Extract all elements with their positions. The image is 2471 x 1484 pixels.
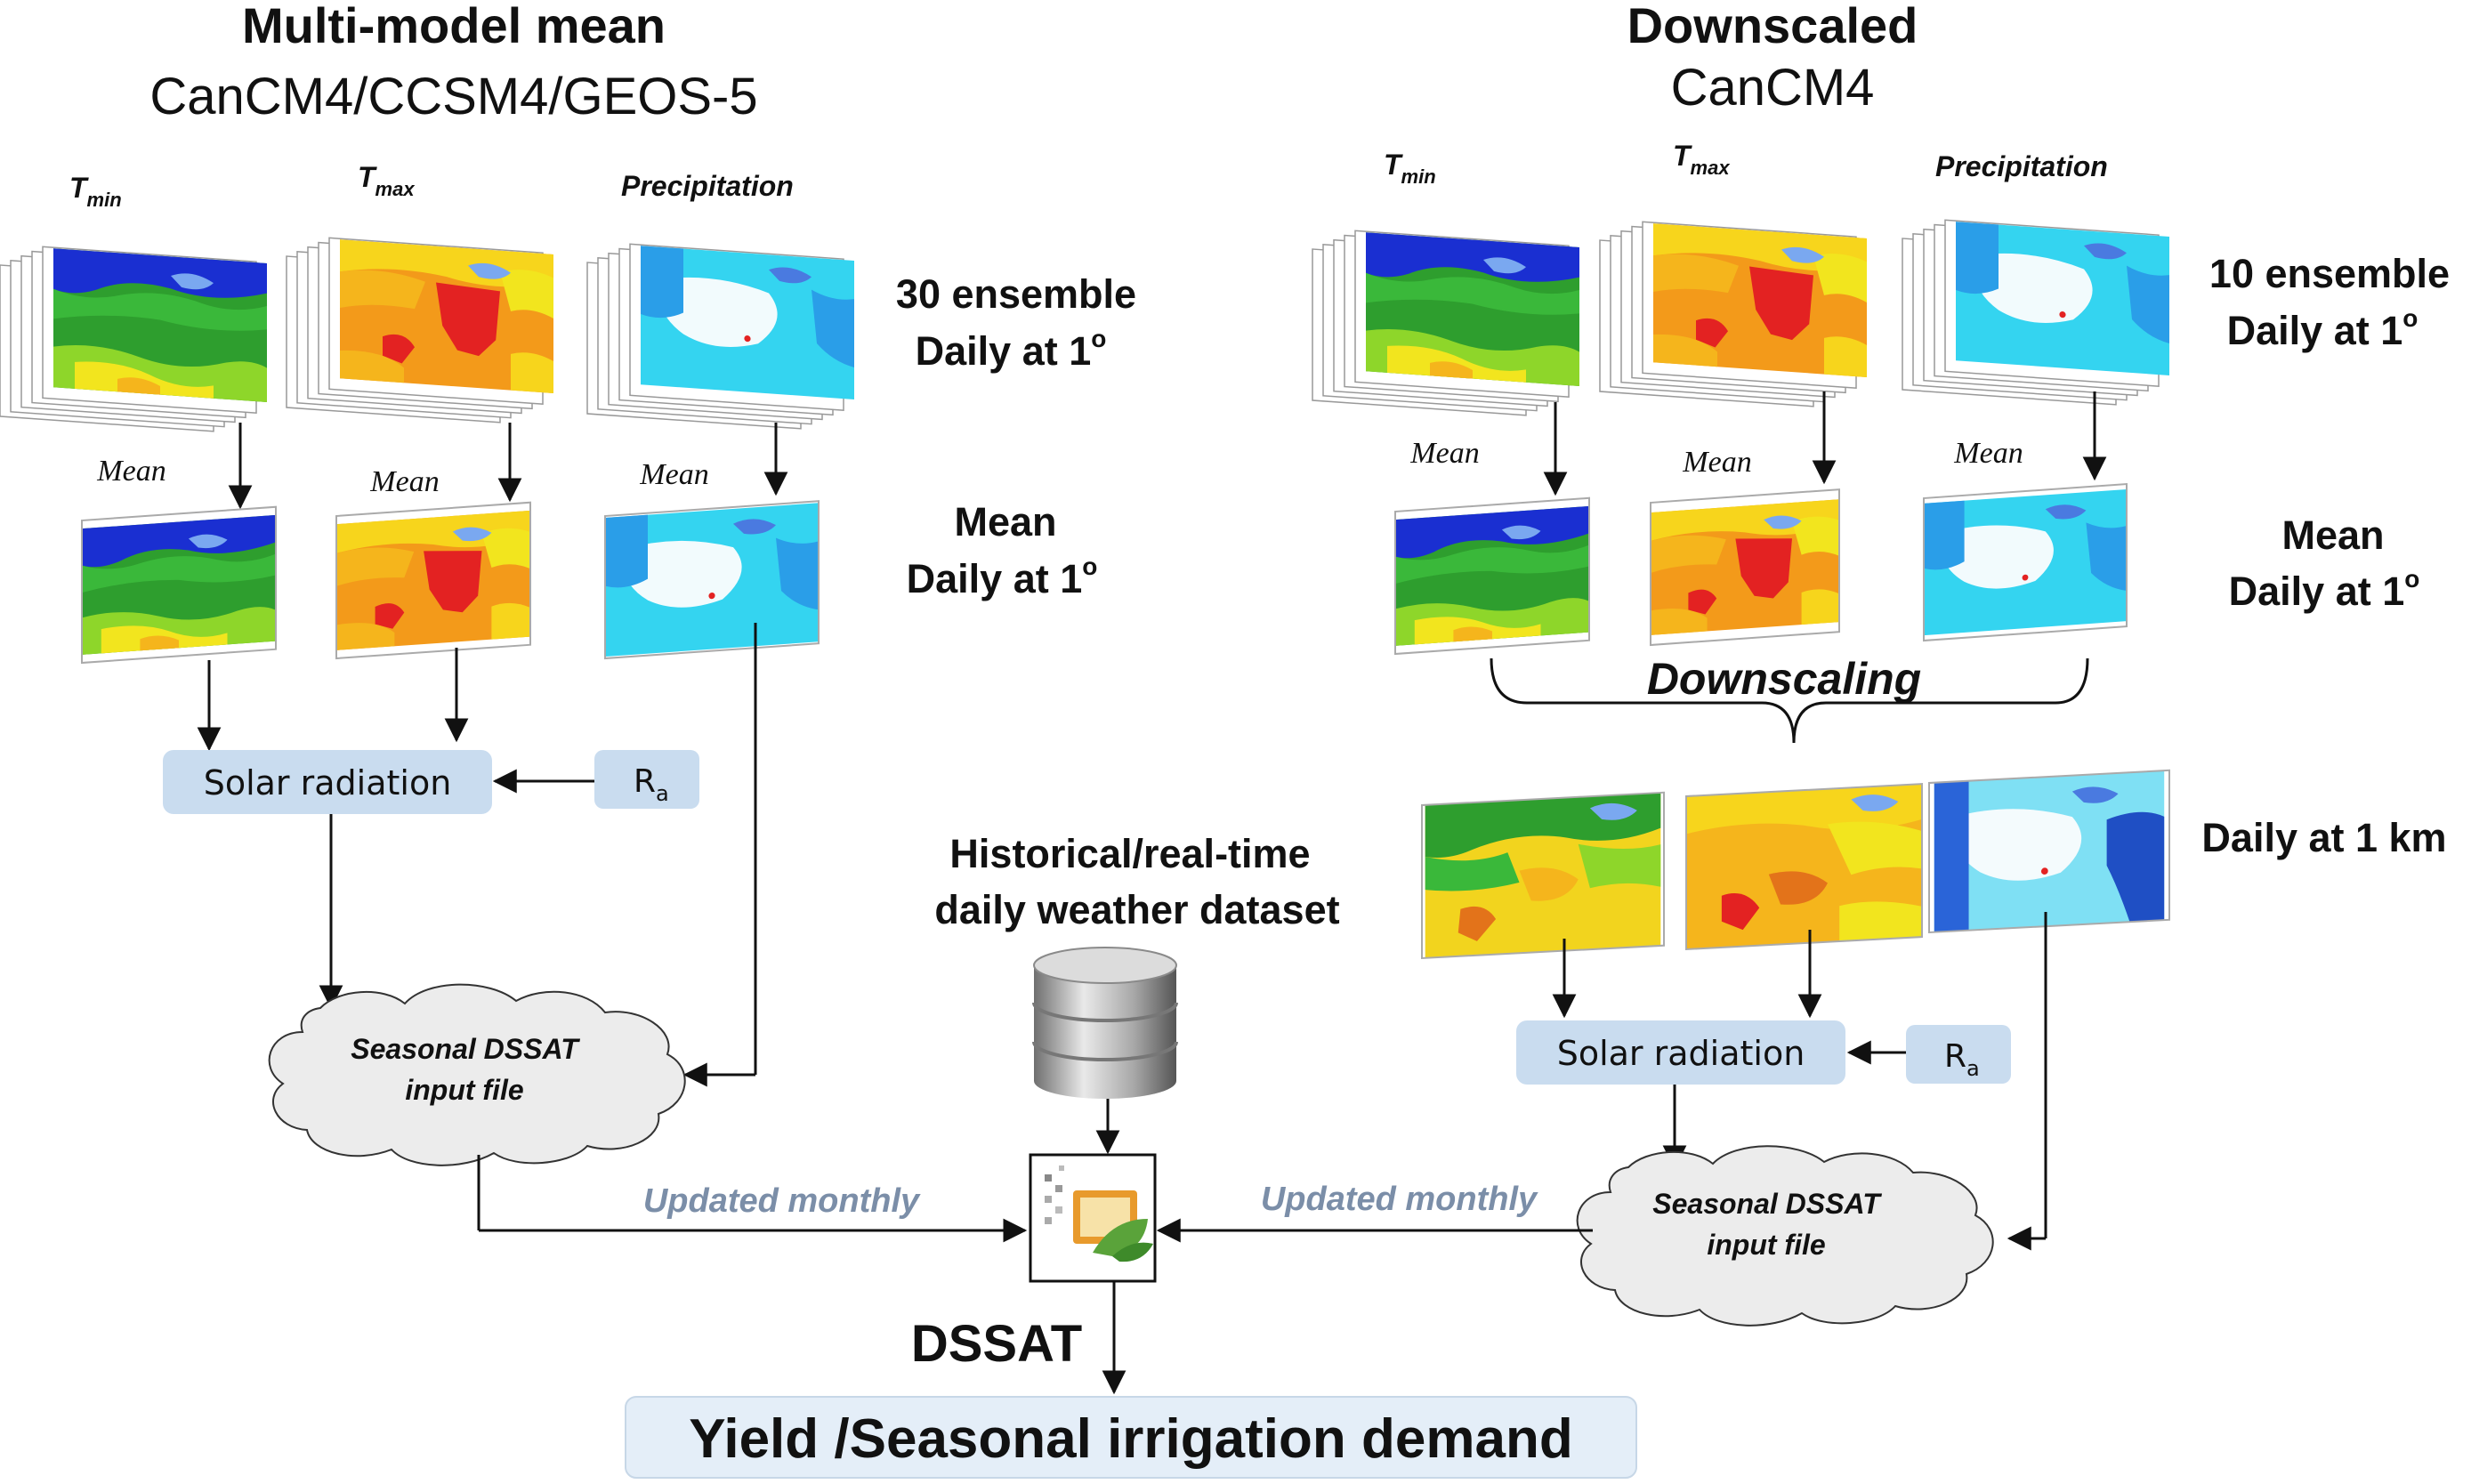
left-ensemble-line1: 30 ensemble xyxy=(896,271,1136,317)
left-tmax-mean-map xyxy=(335,501,531,660)
dssat-label: DSSAT xyxy=(911,1315,1082,1373)
right-var-tmax: Tmax xyxy=(1673,140,1730,179)
left-ensemble-line2: Daily at 1o xyxy=(916,325,1107,374)
left-var-precip: Precipitation xyxy=(621,170,794,202)
left-title: Multi-model mean xyxy=(242,0,666,53)
right-precip-1km-map xyxy=(1928,769,2170,934)
right-tmin-ensemble-stack xyxy=(1312,230,1579,416)
right-tmin-mean-map xyxy=(1394,496,1590,656)
left-var-tmax: Tmax xyxy=(358,161,415,200)
right-tmax-1km-map xyxy=(1685,783,1923,951)
right-tmax-ensemble-stack xyxy=(1599,221,1867,407)
historical-line1: Historical/real-time xyxy=(949,831,1310,876)
right-mean-label-tmax: Mean xyxy=(1682,446,1751,479)
historical-line2: daily weather dataset xyxy=(934,887,1339,932)
yield-label: Yield /Seasonal irrigation demand xyxy=(689,1408,1572,1470)
left-solar-radiation-label: Solar radiation xyxy=(204,763,452,802)
right-subtitle: CanCM4 xyxy=(1671,59,1875,117)
right-seasonal-dssat-cloud: Seasonal DSSAT input file xyxy=(1576,1145,1994,1327)
right-precip-mean-map xyxy=(1923,482,2128,642)
right-title: Downscaled xyxy=(1627,0,1918,53)
left-cloud-line1: Seasonal DSSAT xyxy=(351,1033,580,1065)
left-precip-ensemble-stack xyxy=(586,243,854,430)
left-mean-label-tmin: Mean xyxy=(96,455,166,488)
left-tmax-ensemble-stack xyxy=(286,237,553,423)
left-subtitle: CanCM4/CCSM4/GEOS-5 xyxy=(149,68,757,125)
left-cloud-line2: input file xyxy=(405,1074,523,1106)
left-mean-label-tmax: Mean xyxy=(369,465,439,498)
right-ra-label: Ra xyxy=(1944,1038,1980,1081)
right-solar-radiation-box: Solar radiation xyxy=(1516,1020,1845,1085)
right-updated-monthly: Updated monthly xyxy=(1261,1181,1538,1218)
left-ra-box: Ra xyxy=(594,750,699,809)
right-precip-ensemble-stack xyxy=(1902,219,2169,406)
right-mean-label-tmin: Mean xyxy=(1409,437,1479,470)
right-solar-radiation-label: Solar radiation xyxy=(1557,1034,1805,1073)
left-mean-line1: Mean xyxy=(954,499,1056,544)
right-ra-box: Ra xyxy=(1906,1025,2011,1084)
downscaling-brace xyxy=(1490,657,2089,744)
yield-box: Yield /Seasonal irrigation demand xyxy=(625,1396,1637,1479)
downscaling-label: Downscaling xyxy=(1647,654,1921,704)
right-cloud-line2: input file xyxy=(1707,1229,1825,1261)
left-tmin-ensemble-stack xyxy=(0,246,267,432)
left-solar-radiation-box: Solar radiation xyxy=(163,750,492,814)
right-var-precip: Precipitation xyxy=(1935,150,2108,182)
left-updated-monthly: Updated monthly xyxy=(643,1182,921,1220)
right-tmax-mean-map xyxy=(1650,488,1840,647)
right-var-tmin: Tmin xyxy=(1384,149,1436,188)
right-mean-label-precip: Mean xyxy=(1953,437,2023,470)
left-tmin-mean-map xyxy=(81,505,277,665)
left-ra-label: Ra xyxy=(634,763,669,806)
right-cloud-line1: Seasonal DSSAT xyxy=(1652,1188,1882,1220)
right-tmin-1km-map xyxy=(1421,791,1665,960)
left-var-tmin: Tmin xyxy=(69,172,122,211)
right-km-label: Daily at 1 km xyxy=(2201,815,2446,860)
left-mean-label-precip: Mean xyxy=(639,458,708,491)
left-mean-line2: Daily at 1o xyxy=(907,552,1098,601)
left-seasonal-dssat-cloud: Seasonal DSSAT input file xyxy=(268,983,686,1166)
right-ensemble-line1: 10 ensemble xyxy=(2209,251,2450,296)
left-precip-mean-map xyxy=(604,500,820,660)
database-icon xyxy=(1032,947,1178,1099)
right-mean-line2: Daily at 1o xyxy=(2229,565,2420,614)
right-ensemble-line2: Daily at 1o xyxy=(2227,304,2419,353)
dssat-logo-icon xyxy=(1029,1153,1157,1283)
right-mean-line1: Mean xyxy=(2281,512,2384,558)
